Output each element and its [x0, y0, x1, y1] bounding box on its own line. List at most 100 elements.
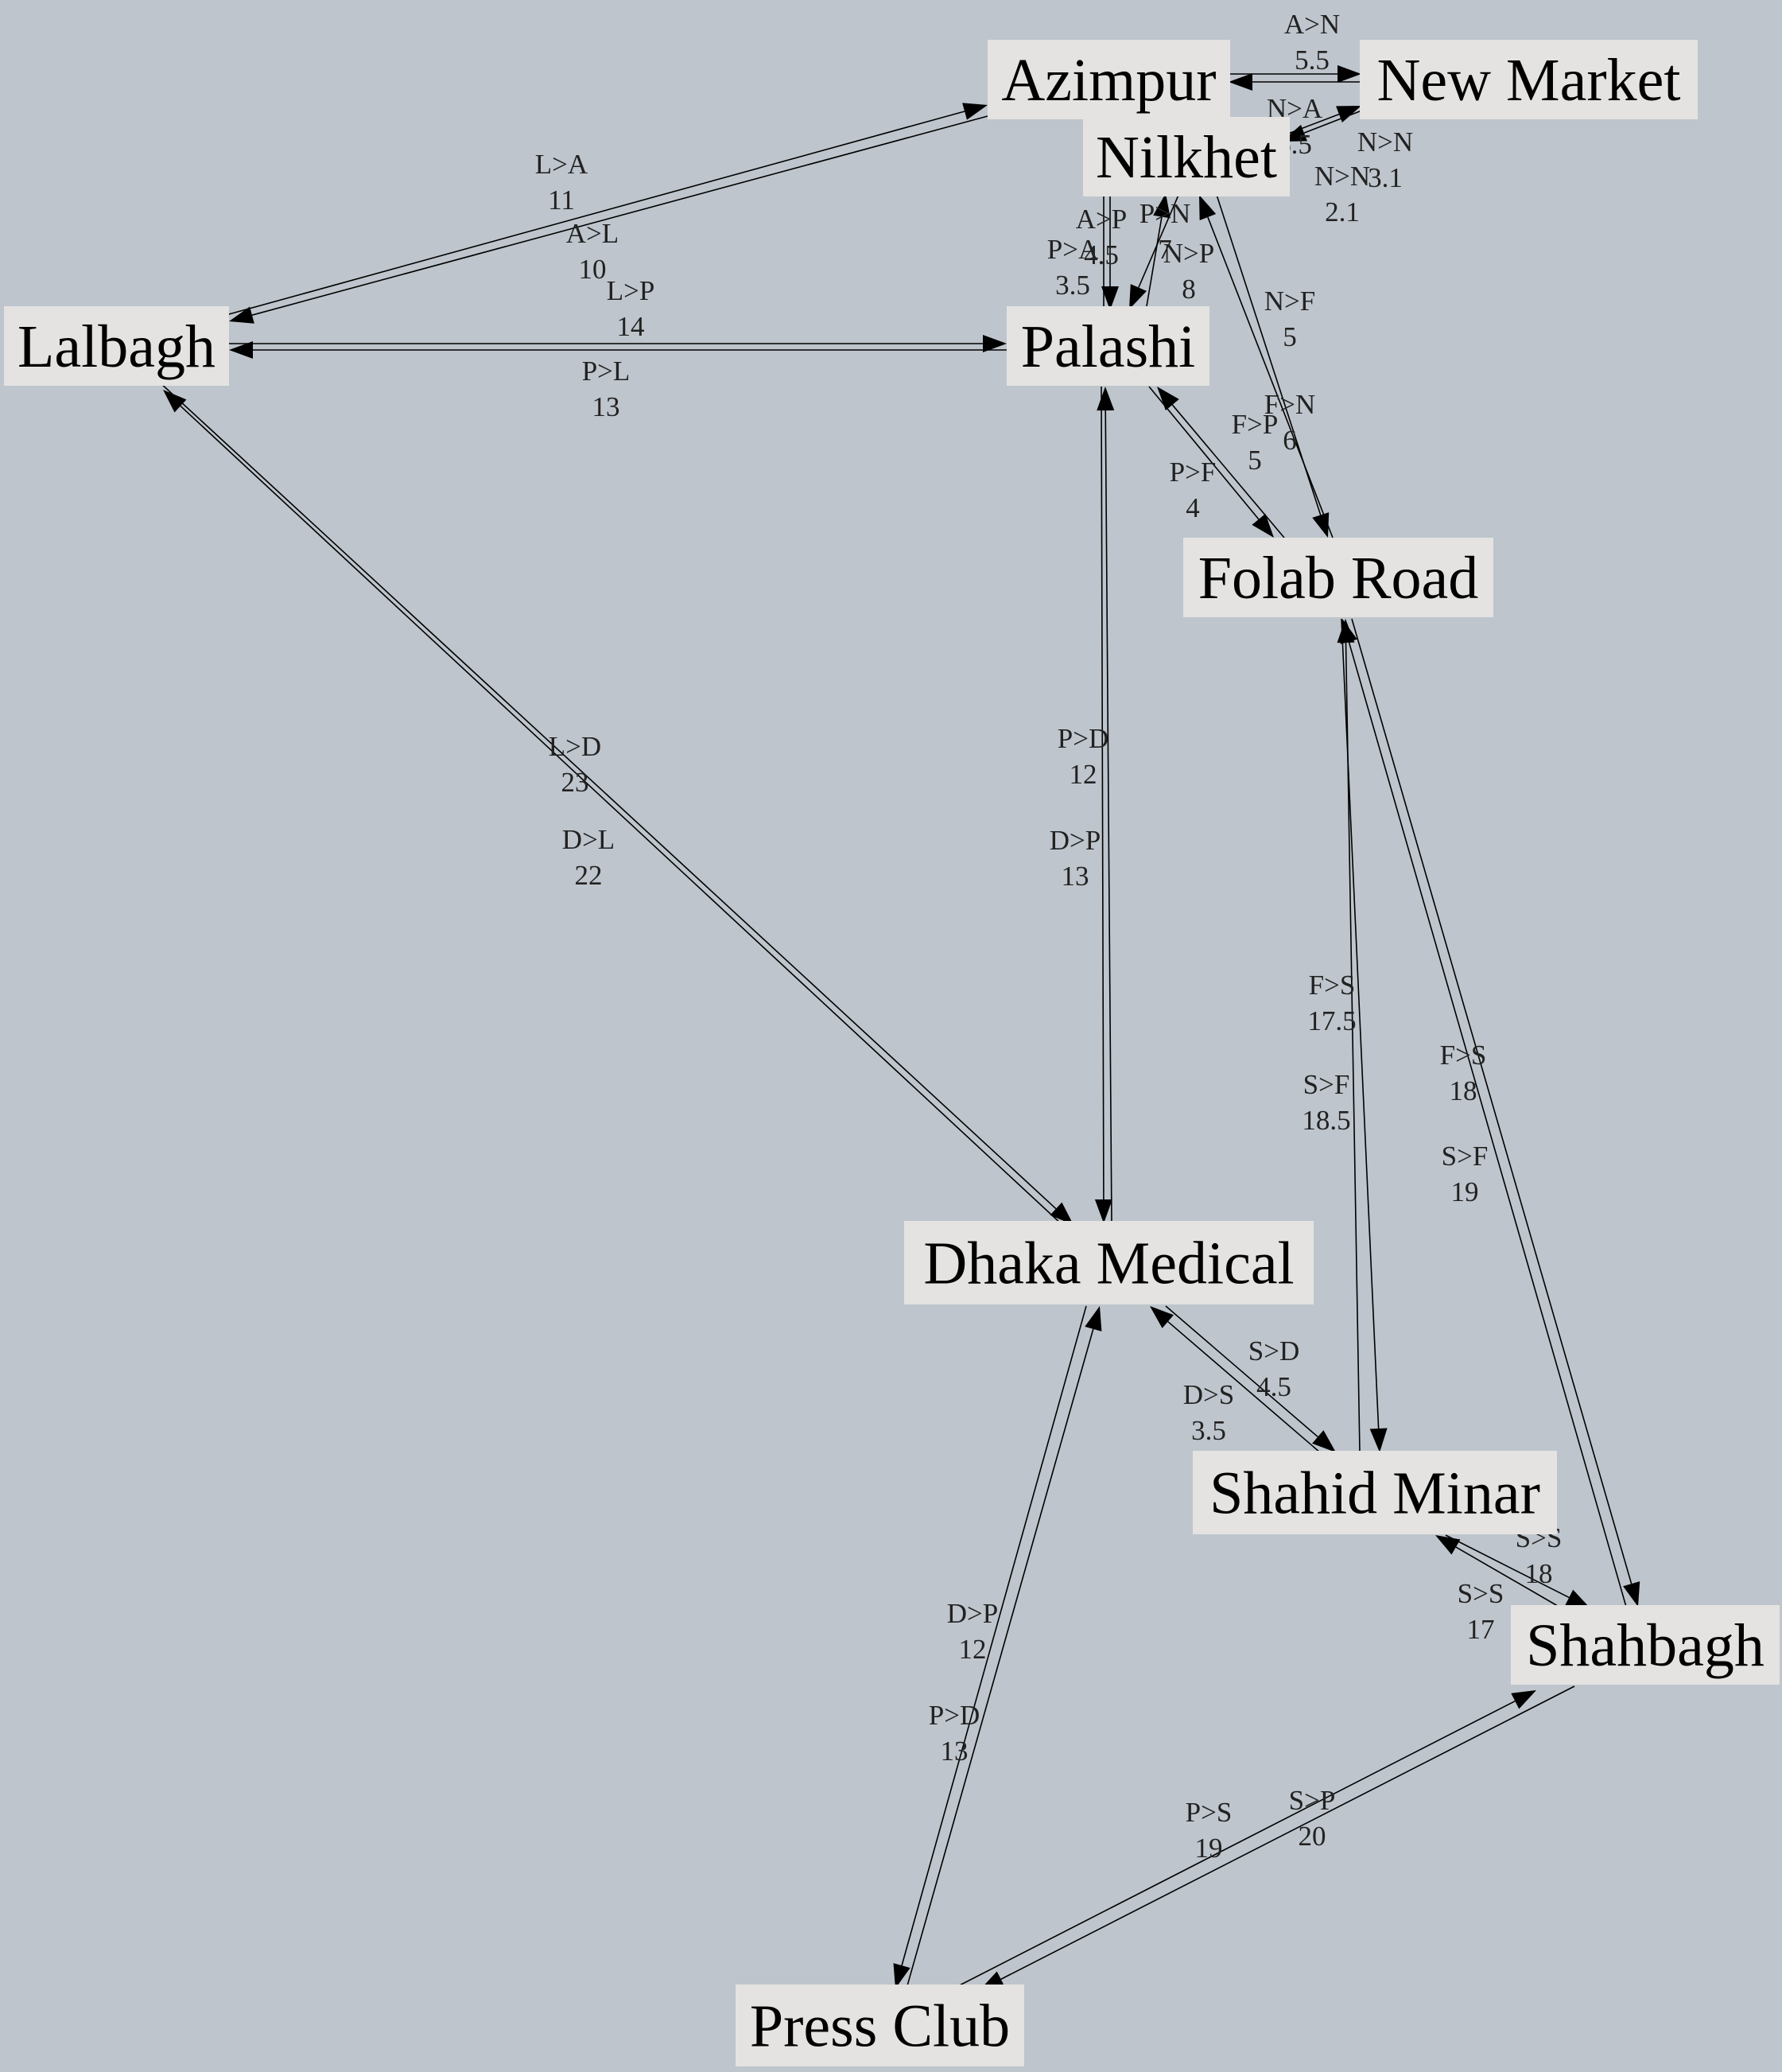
edge-label-sb-sm: S>S 17 — [1458, 1578, 1504, 1645]
edge-n-a — [1229, 73, 1361, 91]
edge-direction-label: D>L — [562, 824, 615, 855]
edge-weight-label: 4.5 — [1084, 239, 1119, 270]
edge-line — [1148, 386, 1260, 520]
edge-direction-label: L>D — [549, 731, 601, 762]
edge-weight-label: 3.1 — [1368, 162, 1403, 193]
edge-sb-sm — [1435, 1535, 1563, 1609]
arrowhead — [1085, 1306, 1102, 1331]
edge-label-pc-d: P>D13 — [929, 1700, 980, 1767]
edge-weight-label: 5 — [1283, 321, 1297, 352]
arrowhead — [1336, 106, 1361, 122]
edge-direction-label: P>L — [582, 356, 631, 387]
edge-line — [228, 111, 965, 315]
arrowhead — [1340, 619, 1357, 644]
edge-weight-label: 4 — [1186, 492, 1200, 523]
node-dhaka-medical: Dhaka Medical — [904, 1221, 1314, 1304]
arrowhead — [163, 390, 187, 413]
edge-weight-label: 19 — [1451, 1176, 1479, 1207]
edge-line — [158, 381, 1057, 1210]
edge-sm-sb — [1445, 1534, 1590, 1608]
edge-weight-label: 3.5 — [1191, 1415, 1226, 1446]
edge-label-n-p: N>P 8 — [1163, 238, 1214, 305]
edge-direction-label: S>S — [1458, 1578, 1504, 1609]
edge-line — [1351, 618, 1633, 1584]
edge-d-p — [1097, 387, 1115, 1224]
node-label: Folab Road — [1198, 545, 1479, 612]
arrowhead — [1565, 1589, 1590, 1608]
edge-direction-label: P>S — [1186, 1797, 1233, 1828]
edge-direction-label: F>N — [1264, 389, 1315, 420]
edge-weight-label: 13 — [941, 1736, 969, 1767]
node-nilkhet: Nilkhet — [1083, 117, 1290, 196]
edge-f-n — [1199, 195, 1334, 538]
edge-line — [1287, 113, 1340, 134]
edge-weight-label: 12 — [959, 1634, 987, 1665]
edge-label-d-s: D>S3.5 — [1183, 1379, 1234, 1446]
edge-s-d — [1150, 1306, 1321, 1453]
edge-weight-label: 23 — [561, 767, 589, 798]
edge-direction-label: D>P — [1050, 825, 1101, 856]
edge-direction-label: A>P — [1076, 204, 1127, 235]
node-press-club: Press Club — [736, 1985, 1024, 2066]
edge-label-p-s: P>S19 — [1186, 1797, 1233, 1864]
edge-label-d-p: D>P13 — [1050, 825, 1101, 892]
edge-label-d-l: D>L22 — [562, 824, 615, 891]
edge-line — [906, 1328, 1094, 1989]
edge-direction-label: N>P — [1163, 238, 1214, 269]
node-folab-road: Folab Road — [1183, 538, 1493, 617]
edge-line — [1165, 1305, 1318, 1438]
edge-weight-label: 10 — [579, 254, 607, 285]
edge-direction-label: L>P — [607, 275, 655, 306]
edge-label-d-pc: D>P 12 — [947, 1598, 998, 1665]
arrowhead — [1097, 387, 1115, 411]
edge-label-f-sb: F>S18 — [1440, 1040, 1487, 1106]
node-label: Dhaka Medical — [923, 1230, 1294, 1297]
arrowhead — [1435, 1535, 1461, 1555]
node-label: New Market — [1377, 47, 1681, 114]
arrowhead — [1153, 193, 1171, 219]
node-label: Lalbagh — [17, 313, 215, 380]
edge-weight-label: 5 — [1248, 445, 1262, 476]
arrowhead — [1623, 1581, 1640, 1607]
arrowhead — [1129, 284, 1147, 309]
arrowhead — [1312, 512, 1330, 538]
arrowhead — [1369, 1428, 1388, 1452]
edge-label-s-d: S>D4.5 — [1248, 1335, 1299, 1402]
edge-weight-label: 13 — [592, 391, 620, 422]
edge-s-p — [980, 1685, 1575, 1990]
edge-weight-label: 7 — [1158, 234, 1172, 265]
edge-label-nm-nk: N>N2.1 — [1314, 161, 1370, 227]
edge-label-f-p: F>P 5 — [1232, 409, 1279, 476]
edge-a-n — [1229, 65, 1361, 83]
edge-label-f-n: F>N6 — [1264, 389, 1315, 456]
edge-weight-label: 12 — [1070, 759, 1097, 790]
edge-weight-label: 14 — [617, 311, 645, 342]
edge-direction-label: L>A — [535, 149, 588, 180]
node-label: Palashi — [1021, 313, 1196, 380]
edge-line — [1101, 386, 1105, 1200]
edge-weight-label: 4.5 — [1256, 1371, 1291, 1402]
edge-weight-label: 17 — [1467, 1614, 1495, 1645]
edge-nk-nm — [1287, 106, 1361, 134]
edge-line — [1303, 109, 1365, 134]
arrowhead — [1150, 1306, 1174, 1328]
edge-direction-label: F>P — [1232, 409, 1279, 440]
edge-d-l — [163, 390, 1063, 1226]
edge-direction-label: S>P — [1289, 1785, 1336, 1816]
edge-label-s-p: S>P20 — [1289, 1785, 1336, 1852]
edge-l-d — [158, 381, 1073, 1225]
edge-a-l — [229, 115, 988, 324]
edge-weight-label: 5.5 — [1295, 45, 1330, 76]
edge-direction-label: D>P — [947, 1598, 998, 1629]
edge-label-l-d: L>D 23 — [549, 731, 601, 798]
arrowhead — [962, 103, 988, 120]
node-box — [1083, 117, 1290, 196]
edge-direction-label: N>N — [1314, 161, 1370, 192]
arrowhead — [1157, 387, 1179, 411]
node-label: Nilkhet — [1096, 124, 1277, 191]
edge-line — [1207, 216, 1334, 538]
edge-weight-label: 8 — [1182, 274, 1196, 305]
edge-p-f — [1148, 386, 1274, 538]
arrowhead — [1101, 286, 1119, 310]
